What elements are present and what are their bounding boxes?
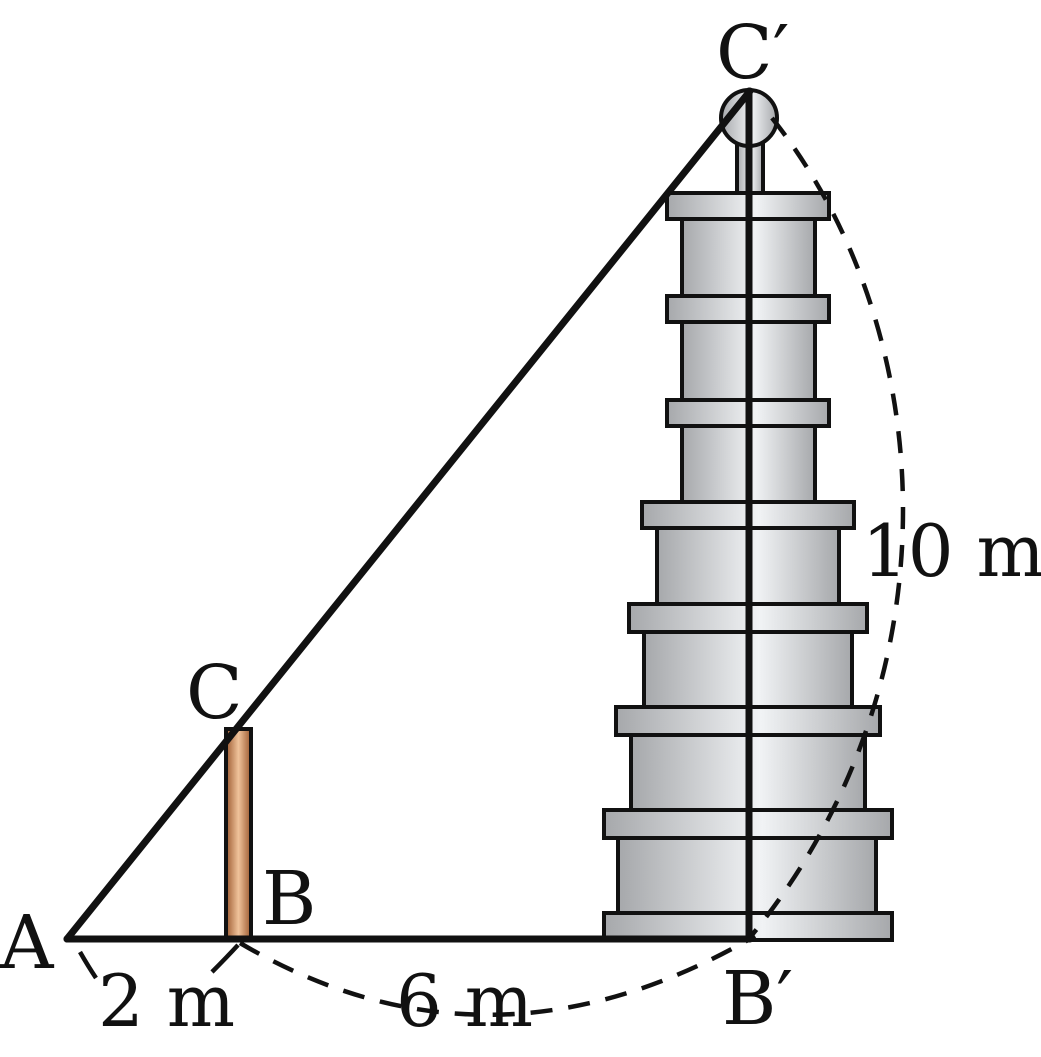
arc-6m bbox=[238, 934, 757, 1017]
label-10m: 10 m bbox=[862, 509, 1041, 593]
pole bbox=[224, 727, 253, 942]
triangle-lines bbox=[63, 87, 754, 943]
label-C-prime: C′ bbox=[716, 10, 789, 96]
label-B-prime: B′ bbox=[722, 956, 793, 1042]
arc-2m-right bbox=[210, 943, 240, 974]
arc-10m bbox=[750, 116, 906, 937]
label-2m: 2 m bbox=[98, 959, 235, 1043]
label-6m: 6 m bbox=[396, 959, 533, 1043]
label-B: B bbox=[262, 856, 316, 942]
dimension-arcs bbox=[78, 116, 906, 1017]
label-C: C bbox=[186, 650, 243, 736]
label-A: A bbox=[0, 900, 55, 986]
sight-line bbox=[63, 87, 754, 943]
arc-2m bbox=[78, 950, 98, 980]
